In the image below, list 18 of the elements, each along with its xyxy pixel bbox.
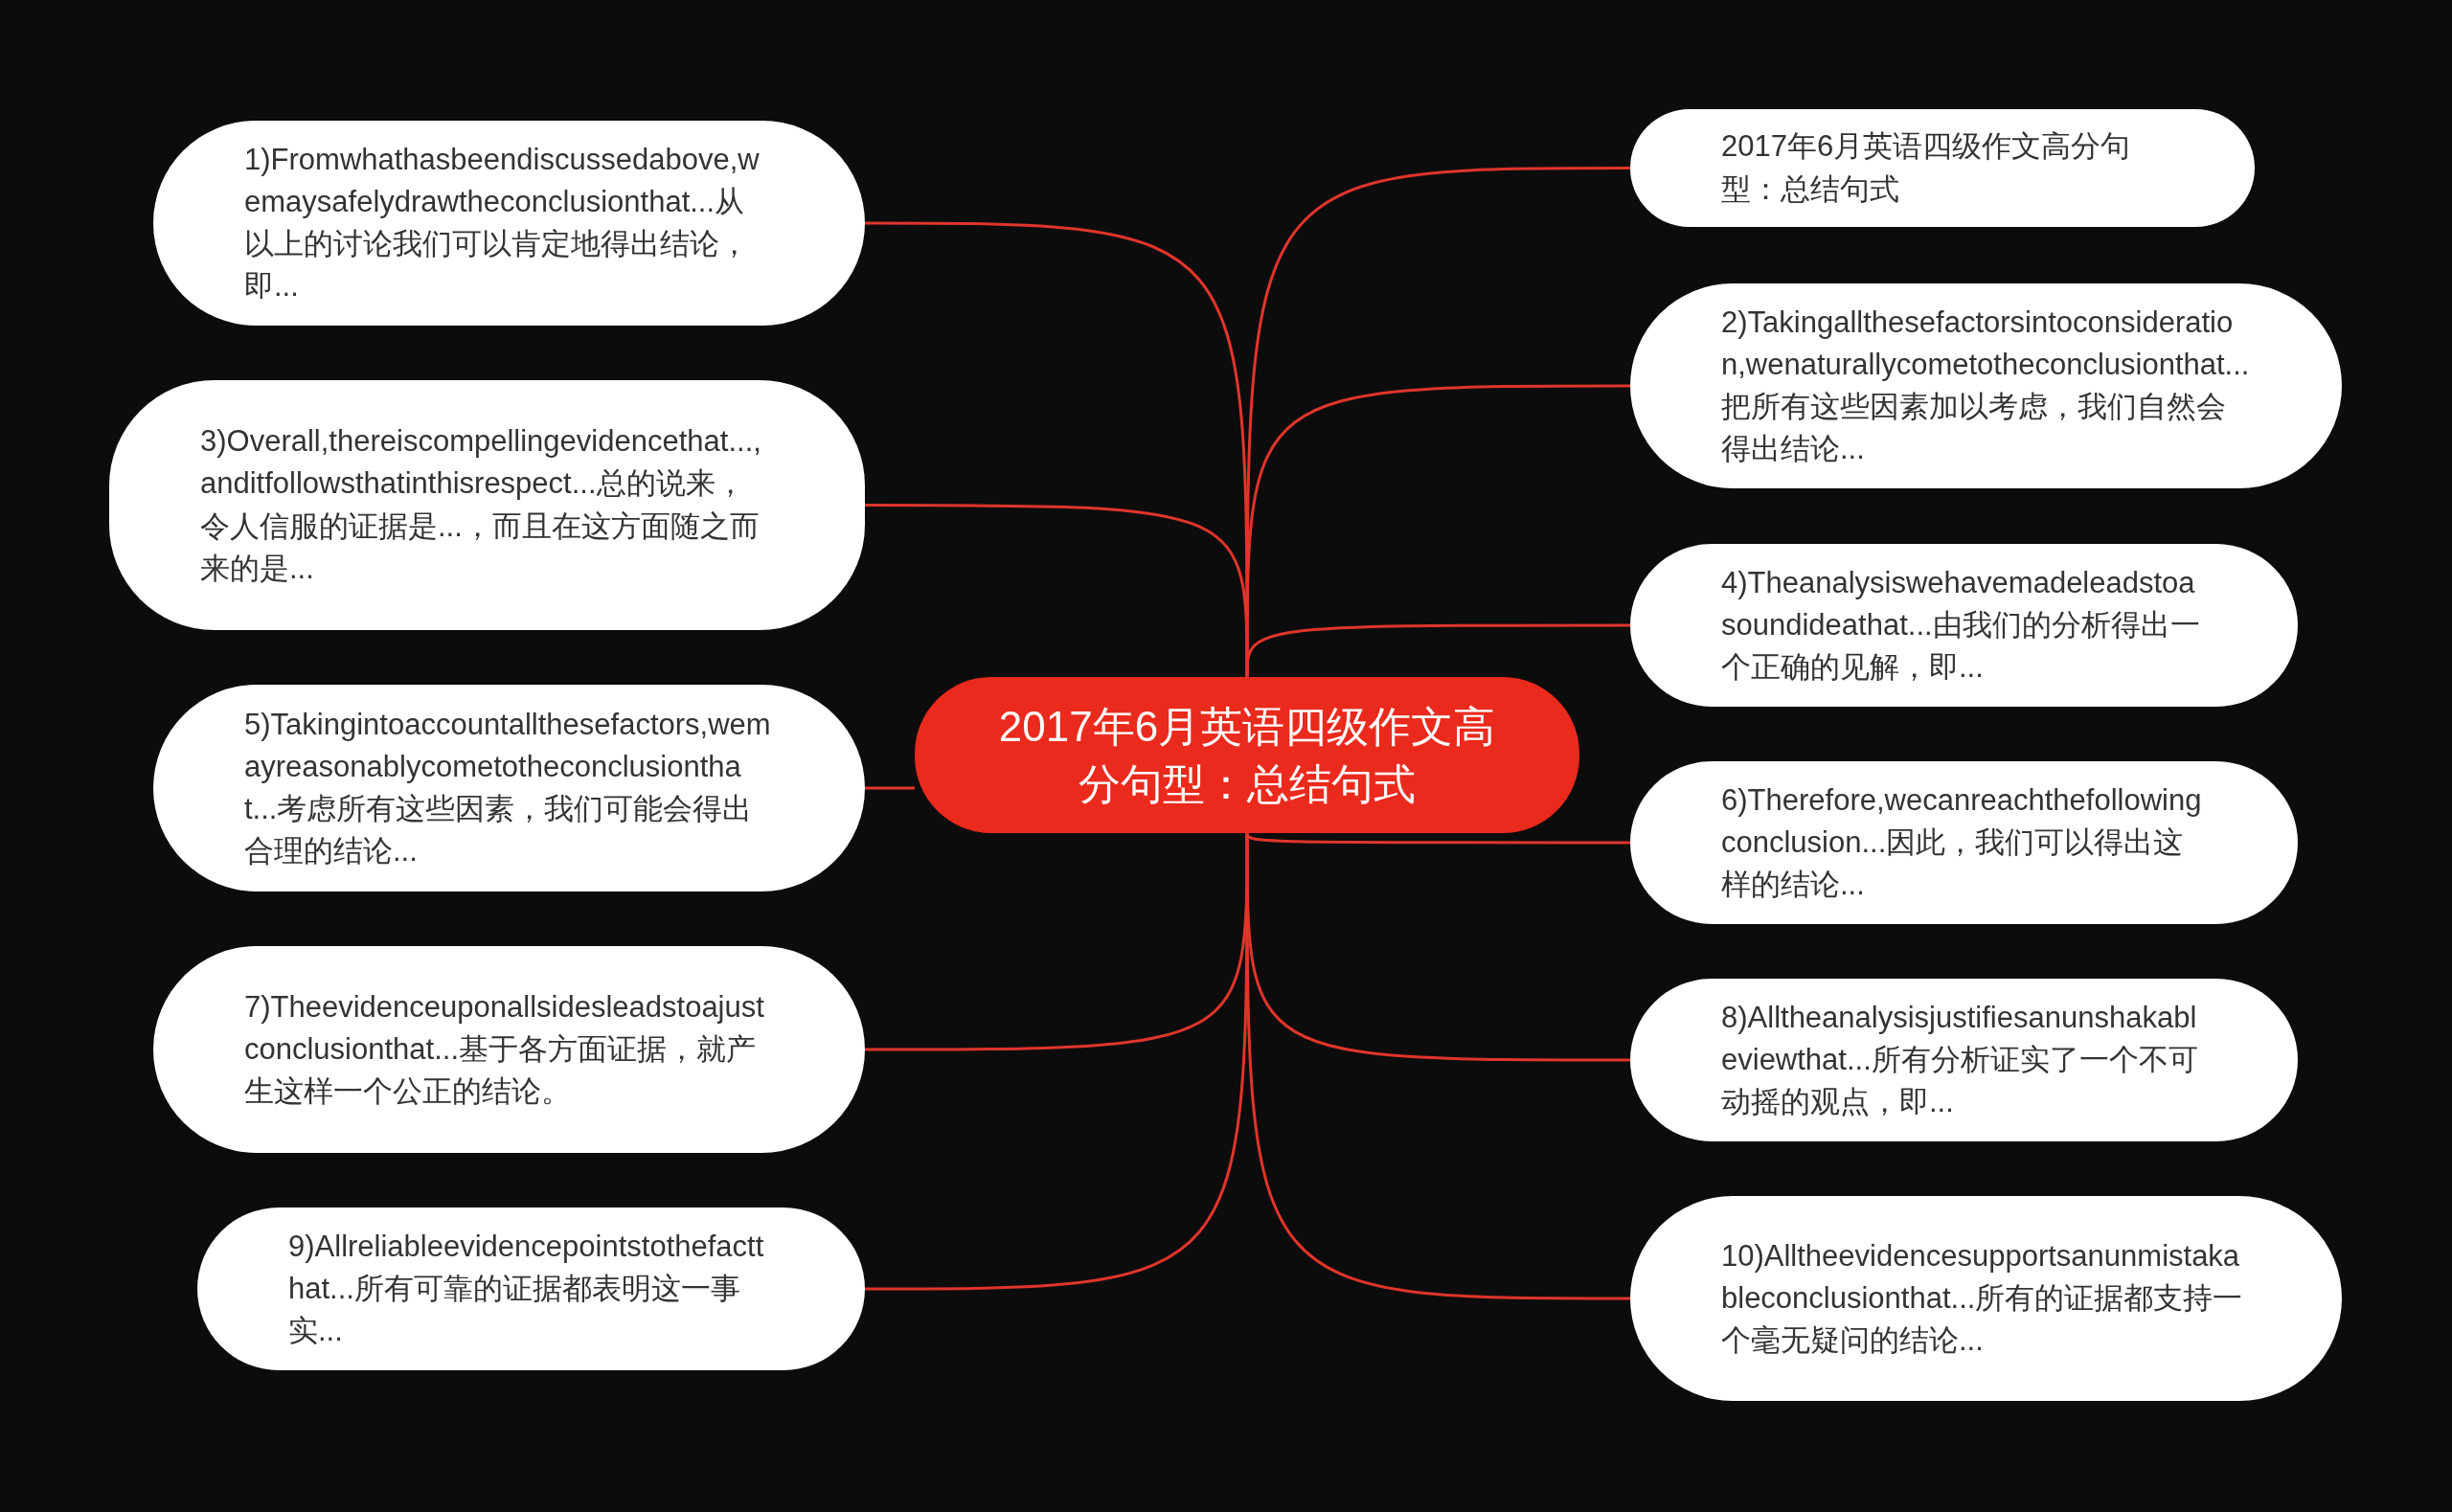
connector-line xyxy=(1245,623,1630,678)
central-topic-node: 2017年6月英语四级作文高分句型：总结句式 xyxy=(915,677,1579,833)
topic-node: 2017年6月英语四级作文高分句型：总结句式 xyxy=(1630,109,2255,227)
connector-line xyxy=(865,786,915,790)
topic-node: 10)Alltheevidencesupportsanunmistakableconclusionthat...所有的证据都支持一个毫无疑问的结论... xyxy=(1630,1196,2342,1401)
topic-node: 9)Allreliableevidencepointstothefactthat...所有可靠的证据都表明这一事实... xyxy=(197,1207,865,1370)
topic-node: 1)Fromwhathasbeendiscussedabove,wemaysafelydrawtheconclusionthat...从以上的讨论我们可以肯定地得出结论，即... xyxy=(153,121,865,326)
topic-node: 4)Theanalysiswehavemadeleadstoasoundideathat...由我们的分析得出一个正确的见解，即... xyxy=(1630,544,2298,707)
topic-node: 7)Theevidenceuponallsidesleadstoajustconclusionthat...基于各方面证据，就产生这样一个公正的结论。 xyxy=(153,946,865,1153)
connector-line xyxy=(1245,384,1630,677)
connector-line xyxy=(865,504,1249,677)
topic-node: 3)Overall,thereiscompellingevidencethat...,anditfollowsthatinthisrespect...总的说来，令人信服的证据是...，而且在这方面随之而来的是... xyxy=(109,380,865,630)
topic-node: 8)Alltheanalysisjustifiesanunshakableviewthat...所有分析证实了一个不可动摇的观点，即... xyxy=(1630,979,2298,1141)
topic-node: 6)Therefore,wecanreachthefollowingconclusion...因此，我们可以得出这样的结论... xyxy=(1630,761,2298,924)
topic-node: 5)Takingintoaccountallthesefactors,wemayreasonablycometotheconclusionthat...考虑所有这些因素，我们可能会得出合理的结论... xyxy=(153,685,865,891)
connector-line xyxy=(1245,833,1630,1300)
connector-line xyxy=(865,833,1249,1291)
topic-node: 2)Takingallthesefactorsintoconsideration,wenaturallycometotheconclusionthat...把所有这些因素加以考虑，我们自然会得出结论... xyxy=(1630,283,2342,488)
